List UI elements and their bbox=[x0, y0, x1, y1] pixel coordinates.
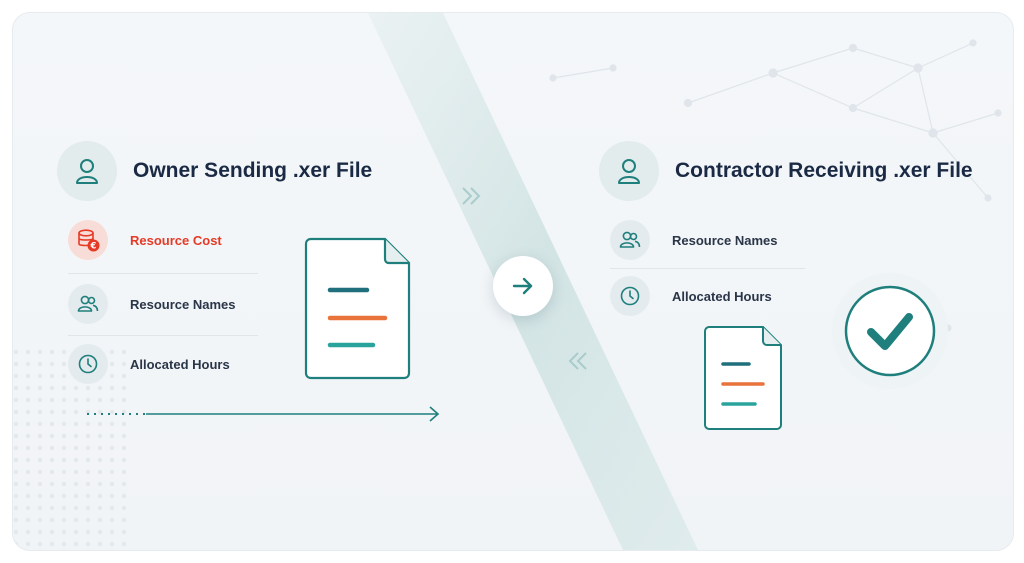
owner-item-label: Allocated Hours bbox=[130, 356, 230, 372]
diagram-card: Owner Sending .xer File € Resource Cost … bbox=[12, 12, 1014, 551]
owner-item-label: Resource Cost bbox=[130, 232, 222, 248]
network-decoration bbox=[549, 39, 1002, 332]
contractor-item-allocated-hours: Allocated Hours bbox=[610, 276, 772, 316]
arrow-right-icon bbox=[512, 277, 533, 295]
clock-icon bbox=[68, 344, 108, 384]
divider bbox=[68, 335, 258, 336]
owner-header: Owner Sending .xer File bbox=[57, 141, 372, 201]
user-icon bbox=[57, 141, 117, 201]
clock-icon bbox=[610, 276, 650, 316]
transfer-arrow-button bbox=[493, 256, 553, 316]
divider bbox=[610, 268, 805, 269]
owner-item-resource-cost: € Resource Cost bbox=[68, 220, 222, 260]
cost-database-euro-icon: € bbox=[68, 220, 108, 260]
flow-arrow-head bbox=[429, 406, 440, 422]
contractor-item-label: Allocated Hours bbox=[672, 288, 772, 304]
divider bbox=[68, 273, 258, 274]
user-icon bbox=[599, 141, 659, 201]
users-icon bbox=[610, 220, 650, 260]
owner-item-label: Resource Names bbox=[130, 296, 236, 312]
owner-item-resource-names: Resource Names bbox=[68, 284, 236, 324]
owner-item-allocated-hours: Allocated Hours bbox=[68, 344, 230, 384]
contractor-header: Contractor Receiving .xer File bbox=[599, 141, 973, 201]
owner-title: Owner Sending .xer File bbox=[133, 159, 373, 182]
contractor-xer-document-icon bbox=[704, 326, 782, 430]
contractor-item-resource-names: Resource Names bbox=[610, 220, 778, 260]
owner-xer-document-icon bbox=[304, 237, 411, 380]
contractor-title: Contractor Receiving .xer File bbox=[675, 159, 973, 182]
contractor-item-label: Resource Names bbox=[672, 232, 778, 248]
checkmark-icon bbox=[832, 273, 948, 389]
svg-text:€: € bbox=[90, 242, 97, 252]
users-icon bbox=[68, 284, 108, 324]
